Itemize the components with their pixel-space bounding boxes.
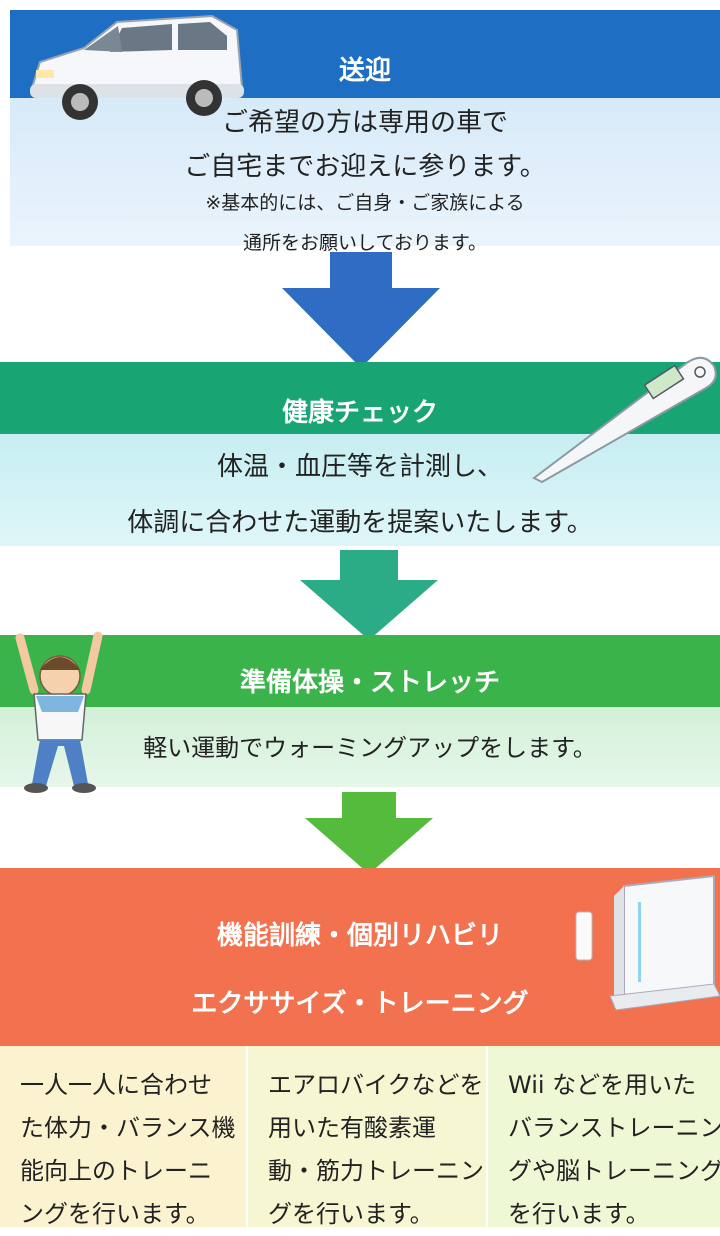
- column-1-line: 能向上のトレーニ: [20, 1157, 212, 1185]
- column-1-line: 一人一人に合わせ: [20, 1071, 212, 1099]
- warmup-title: 準備体操・ストレッチ: [239, 668, 500, 698]
- health-title: 健康チェック: [281, 398, 438, 428]
- health-header-bar: [0, 362, 720, 434]
- training-description-column-3: Wii などを用いた バランストレーニン グや脳トレーニング を行います。: [486, 1046, 720, 1228]
- column-1-line: た体力・バランス機: [20, 1114, 236, 1142]
- warmup-header-bar: [0, 635, 720, 707]
- training-header-bar: [0, 868, 720, 1046]
- column-1-line: ングを行います。: [20, 1200, 210, 1228]
- game-console-icon: [575, 874, 720, 1011]
- pickup-note-line2: 通所をお願いしております。: [243, 232, 487, 254]
- column-3-line: バランストレーニン: [508, 1114, 720, 1142]
- column-2-line: エアロバイクなどを: [268, 1071, 484, 1099]
- pickup-note-line1: ※基本的には、ご自身・ご家族による: [205, 192, 525, 214]
- training-description-column-2: エアロバイクなどを 用いた有酸素運 動・筋力トレーニン グを行います。: [246, 1046, 486, 1228]
- column-3-line: を行います。: [508, 1200, 650, 1228]
- thermometer-icon: [532, 356, 717, 484]
- pickup-text-line2: ご自宅までお迎えに参ります。: [184, 152, 546, 182]
- pickup-body: [10, 98, 720, 246]
- pickup-text-line1: ご希望の方は専用の車で: [221, 108, 508, 138]
- down-arrow-icon: [282, 252, 440, 368]
- health-body: [0, 434, 720, 546]
- down-arrow-icon: [300, 550, 438, 640]
- column-2-line: 用いた有酸素運: [268, 1114, 436, 1142]
- down-arrow-icon: [305, 792, 433, 874]
- warmup-body: [0, 707, 720, 787]
- training-title-line1: 機能訓練・個別リハビリ: [216, 921, 503, 951]
- health-text-line1: 体温・血圧等を計測し、: [216, 452, 503, 482]
- health-text-line2: 体調に合わせた運動を提案いたします。: [127, 508, 593, 538]
- column-2-line: 動・筋力トレーニン: [268, 1157, 484, 1185]
- column-3-line: グや脳トレーニング: [508, 1157, 720, 1185]
- column-2-line: グを行います。: [268, 1200, 434, 1228]
- car-icon: [30, 14, 244, 120]
- training-description-column-1: 一人一人に合わせ た体力・バランス機 能向上のトレーニ ングを行います。: [0, 1046, 246, 1228]
- pickup-title: 送迎: [338, 56, 391, 86]
- training-title-line2: エクササイズ・トレーニング: [191, 989, 529, 1019]
- column-3-line: Wii などを用いた: [508, 1071, 697, 1099]
- warmup-text-line1: 軽い運動でウォーミングアップをします。: [143, 734, 597, 762]
- person-stretching-icon: [15, 631, 103, 793]
